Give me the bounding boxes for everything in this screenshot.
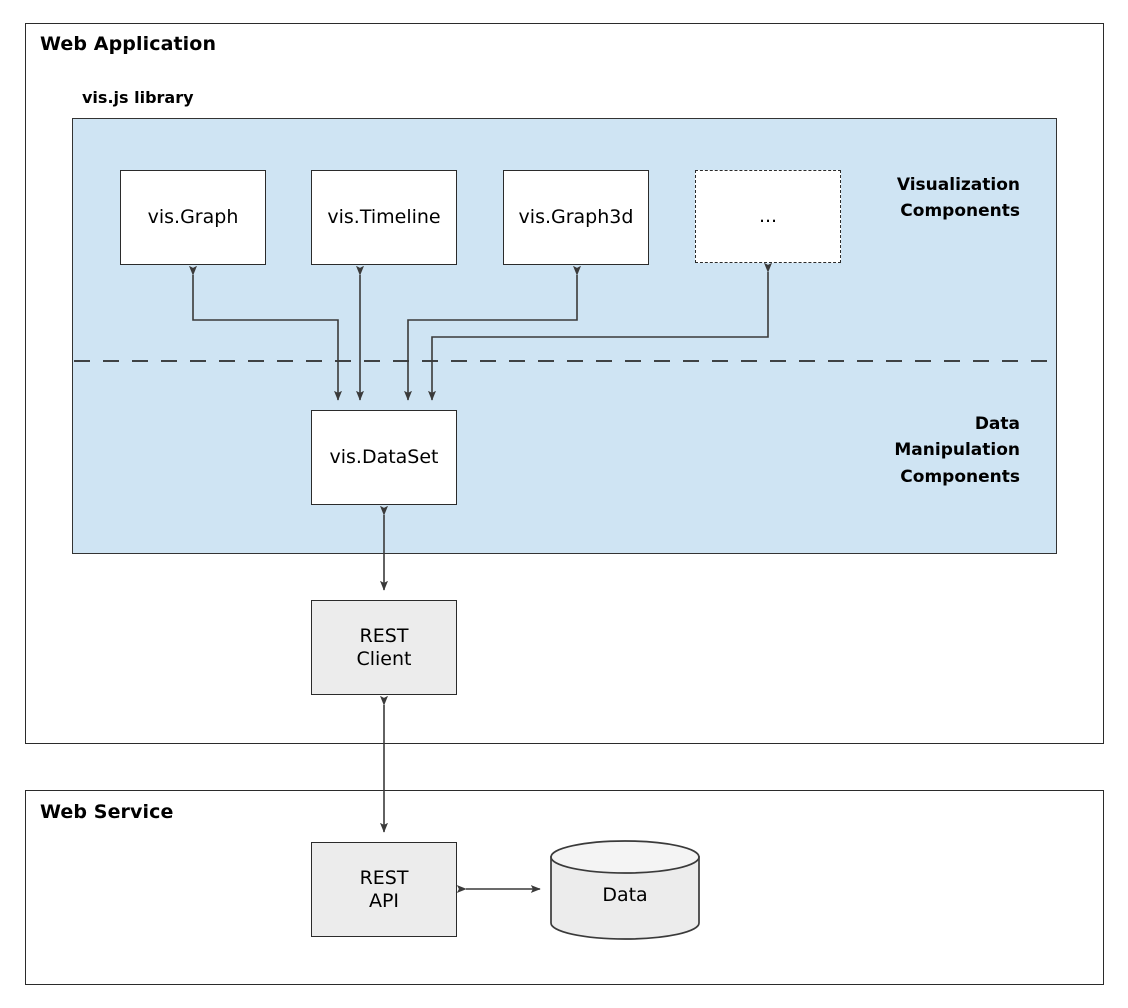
- node-rest-api[interactable]: REST API: [311, 842, 457, 937]
- node-vis-graph3d-label: vis.Graph3d: [518, 206, 634, 229]
- node-more-components-label: ...: [758, 205, 778, 228]
- visualization-components-label: Visualization Components: [896, 175, 1020, 222]
- node-vis-timeline[interactable]: vis.Timeline: [311, 170, 457, 265]
- data-manipulation-components-label: Data Manipulation Components: [894, 414, 1020, 487]
- node-rest-api-label: REST API: [360, 867, 409, 912]
- node-database[interactable]: Data: [549, 840, 701, 940]
- node-vis-timeline-label: vis.Timeline: [327, 206, 441, 229]
- rest-api-line1: REST: [359, 867, 409, 890]
- web-service-title: Web Service: [40, 801, 174, 823]
- node-vis-graph3d[interactable]: vis.Graph3d: [503, 170, 649, 265]
- vis-js-library-title: vis.js library: [82, 88, 194, 107]
- node-vis-dataset-label: vis.DataSet: [329, 446, 439, 469]
- web-application-frame: [25, 23, 1104, 744]
- database-cylinder-icon: [550, 840, 700, 940]
- node-rest-client[interactable]: REST Client: [311, 600, 457, 695]
- web-service-frame: [25, 790, 1104, 985]
- connector-dataset-more: [428, 262, 772, 401]
- connector-dataset-graph: [189, 265, 342, 401]
- rest-client-line1: REST: [359, 625, 409, 648]
- node-vis-dataset[interactable]: vis.DataSet: [311, 410, 457, 505]
- node-rest-client-label: REST Client: [356, 625, 411, 670]
- node-more-components[interactable]: ...: [695, 170, 841, 263]
- node-vis-graph-label: vis.Graph: [147, 206, 239, 229]
- rest-api-line2: API: [368, 889, 400, 912]
- database-label: Data: [602, 884, 648, 906]
- web-application-title: Web Application: [40, 33, 217, 55]
- rest-client-line2: Client: [356, 647, 412, 670]
- node-vis-graph[interactable]: vis.Graph: [120, 170, 266, 265]
